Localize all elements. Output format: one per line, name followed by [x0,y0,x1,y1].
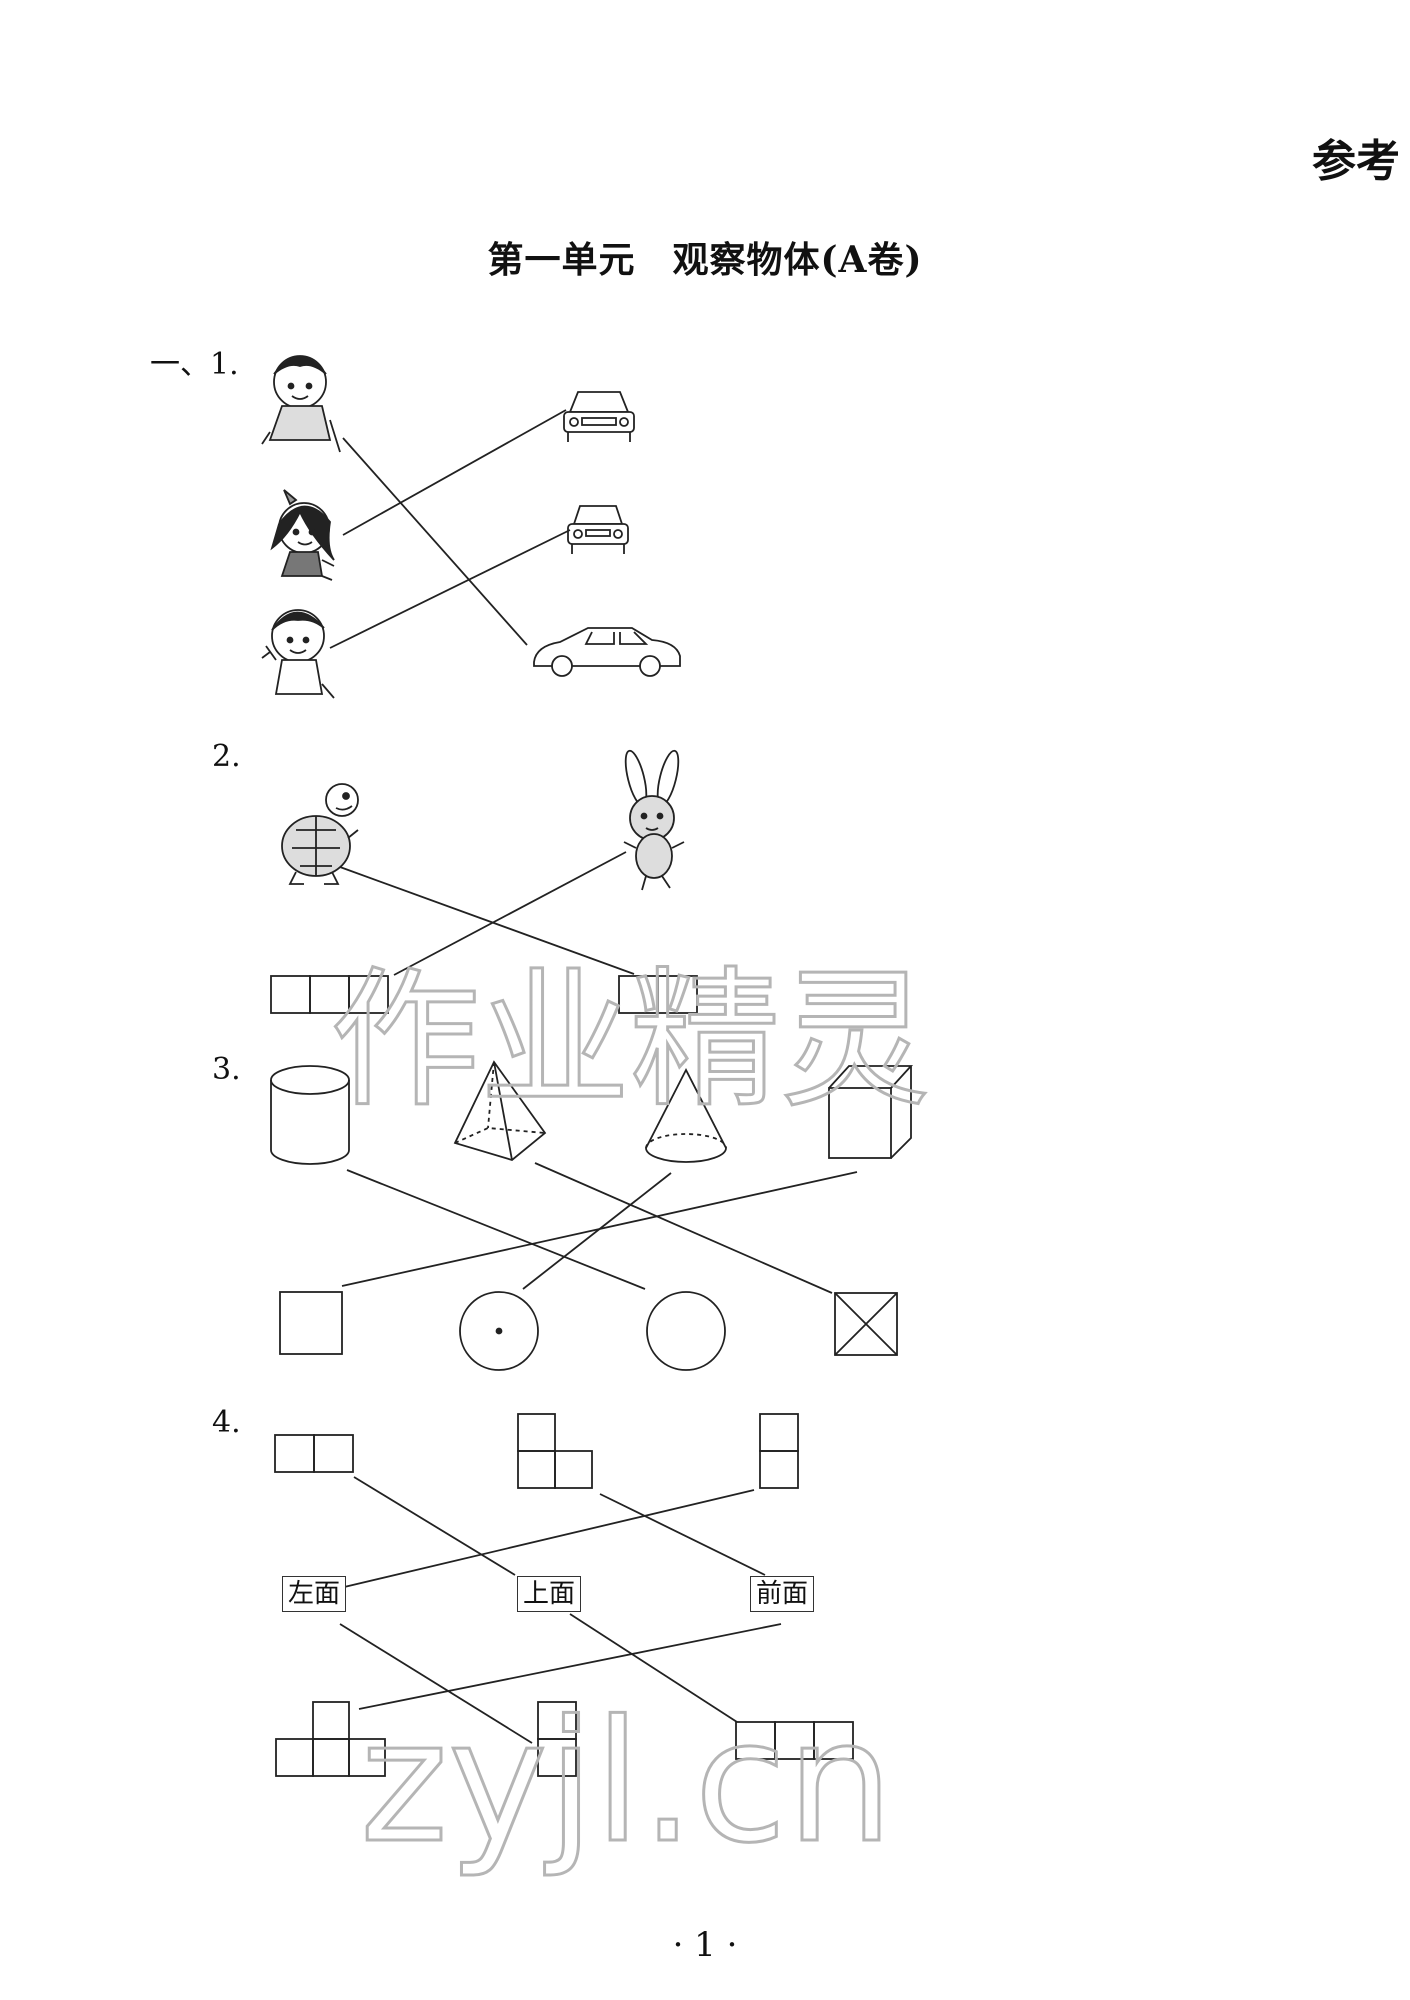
circle-with-center-view [459,1291,539,1371]
child-boy-2 [261,609,335,699]
turtle-icon [281,783,359,885]
question-number-1: 一、1. [150,347,239,382]
bottom-view-stepped [275,1701,386,1777]
cylinder-icon [270,1065,350,1165]
view-two-squares [618,975,698,1014]
rabbit-icon [623,749,685,891]
label-front-view: 前面 [750,1576,815,1612]
page-title: 第一单元 观察物体(A卷) [487,239,923,281]
question-number-2: 2. [212,739,241,774]
question-number-3: 3. [212,1052,241,1087]
watermark-site: zyjl.cn [360,1684,893,1880]
square-with-diagonals-view [834,1292,898,1356]
view-three-squares [270,975,389,1014]
question-number-4: 4. [212,1405,241,1440]
car-front-2 [567,505,629,554]
label-top-view: 上面 [517,1576,582,1612]
car-side [533,627,681,677]
corner-title: 参考 [1312,136,1400,187]
cuboid-icon [828,1065,914,1159]
bottom-view-vertical [537,1701,577,1777]
child-boy-1 [261,355,341,453]
top-view-vertical-squares [759,1413,799,1489]
car-front-1 [563,391,635,442]
label-left-view: 左面 [282,1576,347,1612]
pyramid-icon [453,1060,547,1161]
watermark-main: 作业精灵 [330,954,930,1128]
top-view-two-squares [274,1434,354,1473]
top-view-l-shape [517,1413,593,1489]
page-number: · 1 · [672,1925,738,1965]
bottom-view-three-squares [735,1721,854,1760]
circle-view [646,1291,726,1371]
square-view [279,1291,343,1355]
cone-icon [645,1068,727,1163]
child-girl [270,489,335,581]
